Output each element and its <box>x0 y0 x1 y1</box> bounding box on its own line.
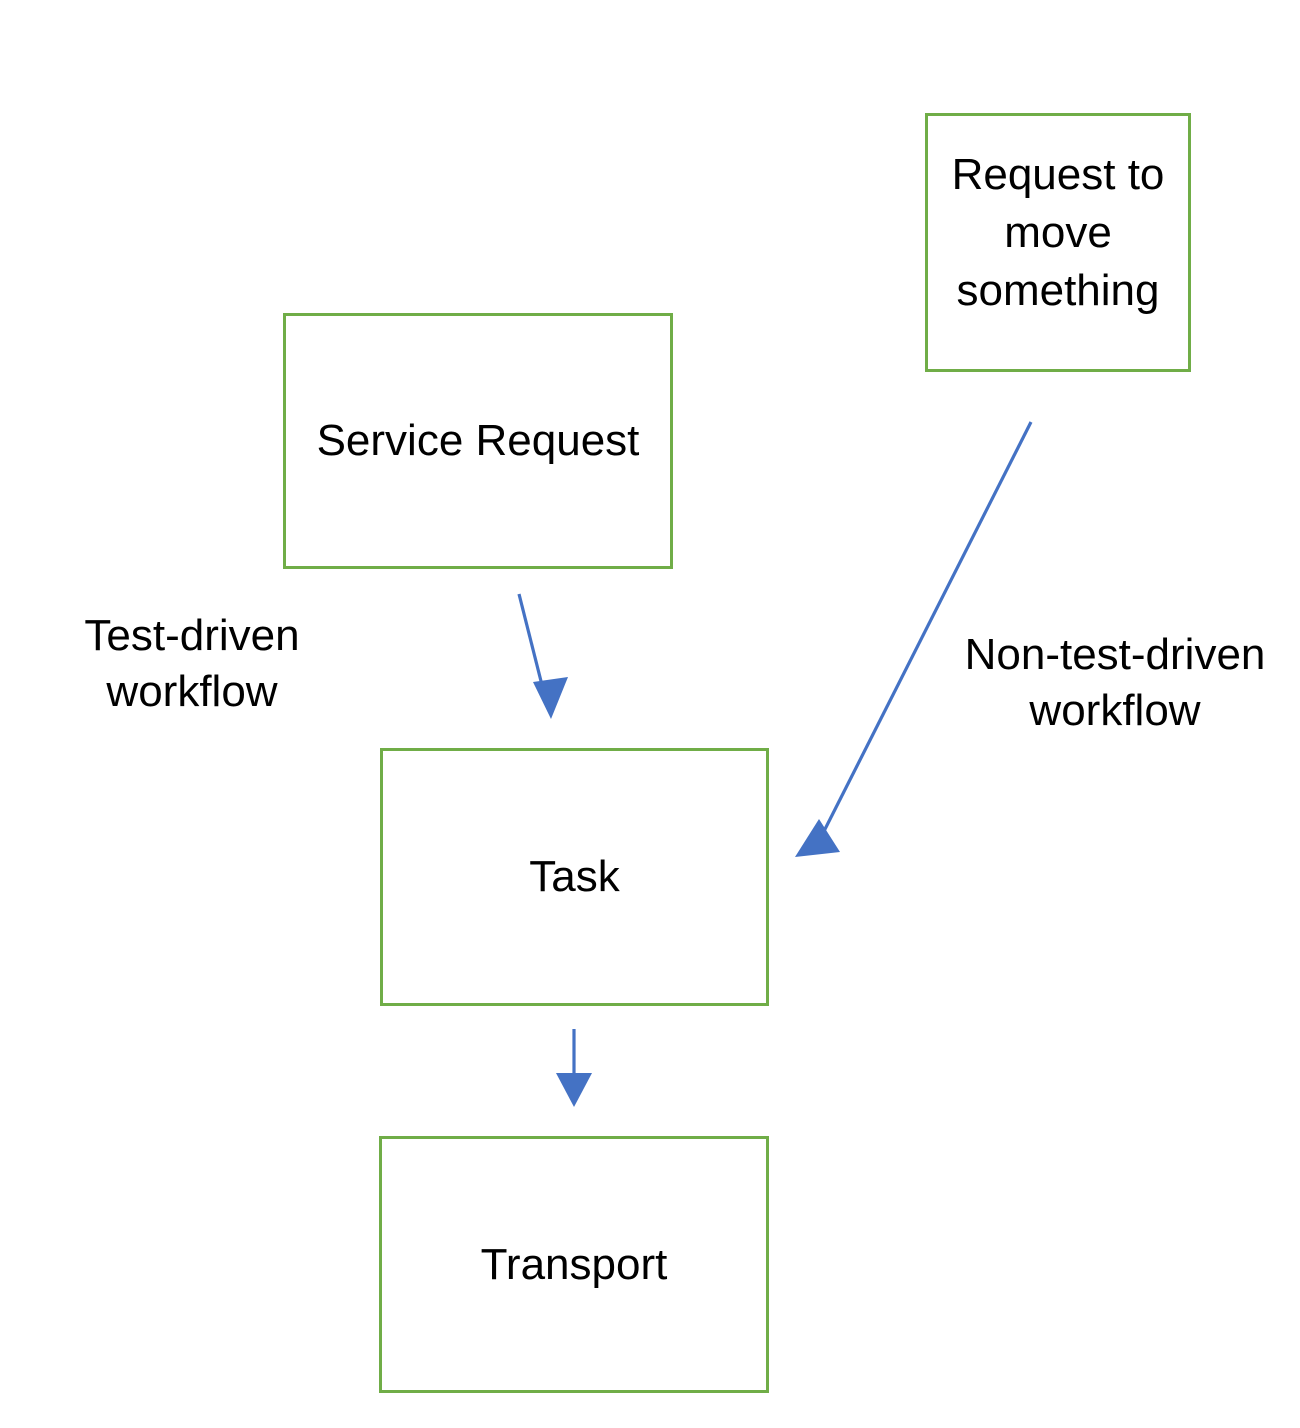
node-task[interactable]: Task <box>380 748 769 1006</box>
node-task-label: Task <box>529 852 620 901</box>
annotation-non-test-driven-workflow: Non-test-driven workflow <box>964 630 1266 735</box>
annotation-test-driven-workflow: Test-driven workflow <box>84 611 300 716</box>
node-transport-label: Transport <box>480 1239 668 1289</box>
connector-service-request-to-task <box>517 593 568 719</box>
node-request-to-move-something[interactable]: Request to move something <box>925 113 1191 372</box>
node-service-request-label: Service Request <box>316 416 640 465</box>
connector-task-to-transport <box>556 1029 592 1107</box>
node-transport[interactable]: Transport <box>379 1136 769 1393</box>
node-service-request[interactable]: Service Request <box>283 313 673 569</box>
node-request-to-move-something-label: Request to move something <box>951 149 1165 315</box>
